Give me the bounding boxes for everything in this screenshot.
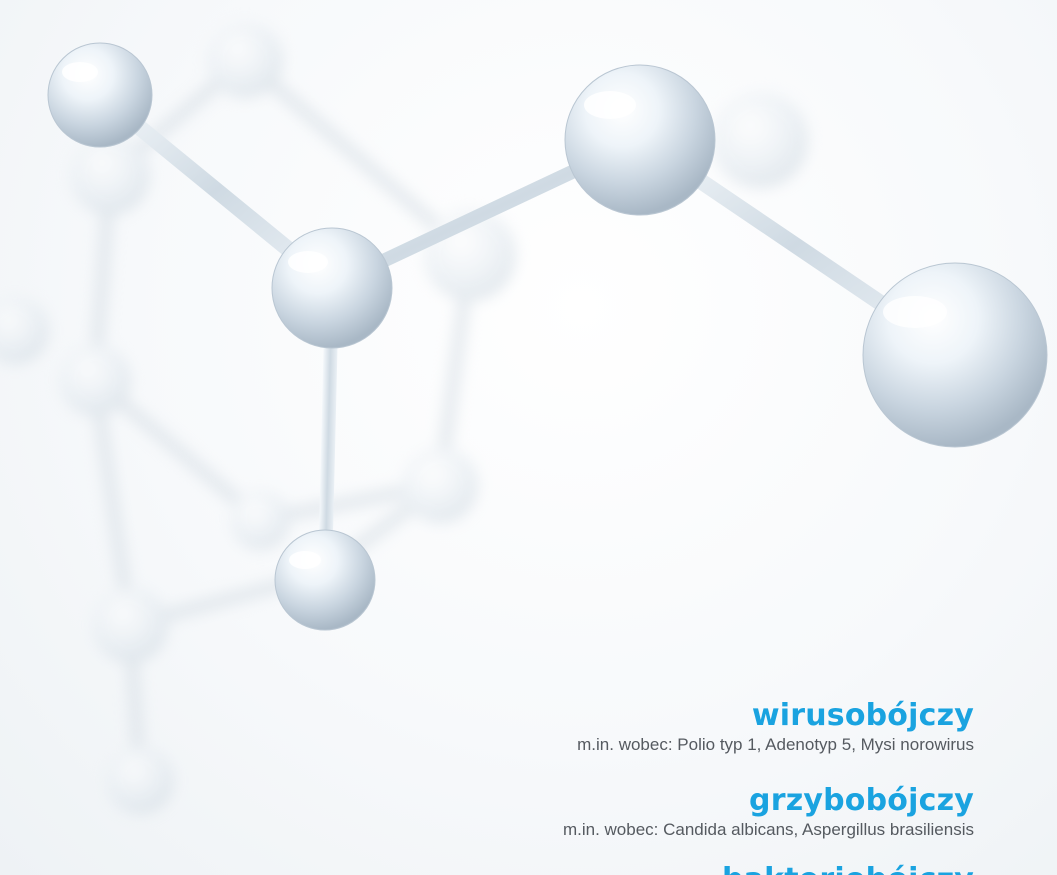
fungicidal-section: grzybobójczy m.in. wobec: Candida albica…	[334, 783, 974, 841]
virucidal-heading: wirusobójczy	[751, 698, 974, 733]
bactericidal-section: bakteriobójczy	[334, 862, 974, 875]
fungicidal-description: m.in. wobec: Candida albicans, Aspergill…	[562, 820, 974, 839]
virucidal-description: m.in. wobec: Polio typ 1, Adenotyp 5, My…	[577, 735, 974, 754]
virucidal-section: wirusobójczy m.in. wobec: Polio typ 1, A…	[334, 698, 974, 756]
foreground-atoms	[47, 42, 1048, 631]
fungicidal-heading: grzybobójczy	[749, 783, 974, 818]
foreground-bonds	[92, 87, 958, 582]
bactericidal-heading: bakteriobójczy	[334, 862, 974, 875]
